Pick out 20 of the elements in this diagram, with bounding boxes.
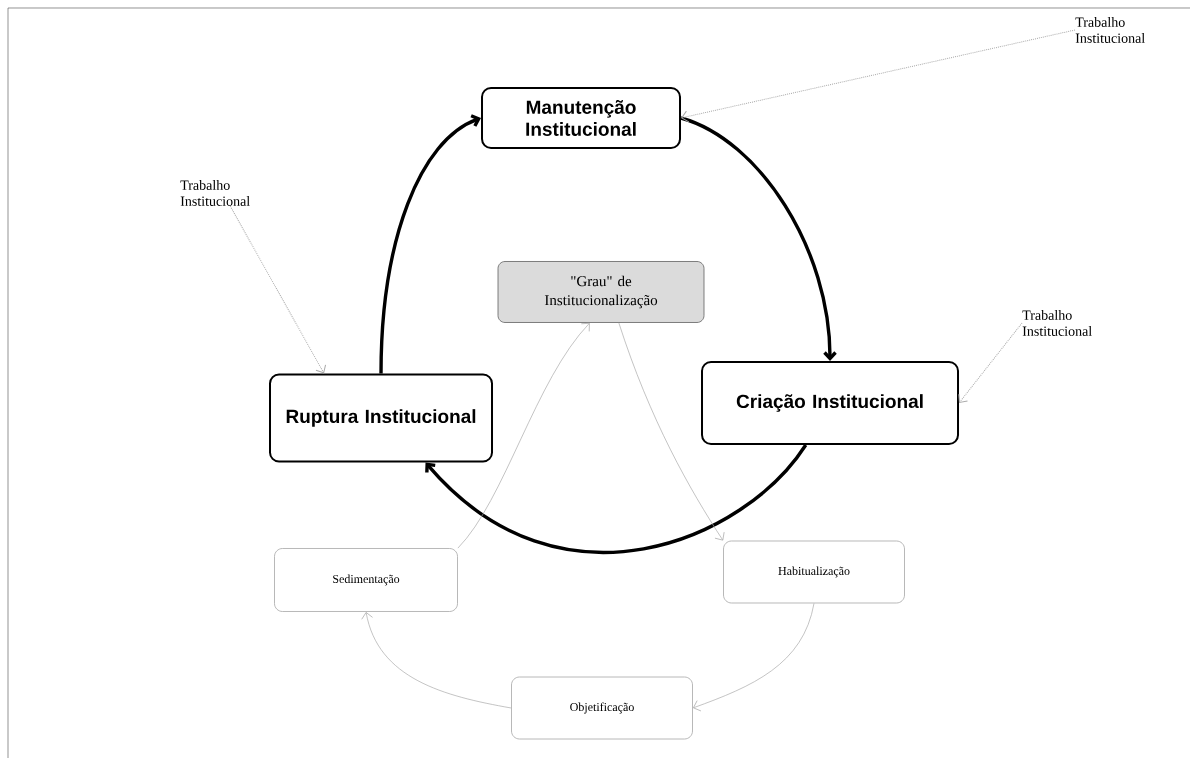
curved-arrow — [379, 114, 481, 374]
process-box: Manutenção Institucional — [481, 87, 681, 149]
dotted-arrow — [681, 29, 1076, 123]
stage-box: Habitualização — [723, 540, 905, 604]
curved-arrow — [425, 443, 808, 554]
curved-arrow — [618, 322, 725, 541]
annotation-text: Trabalho Institucional — [180, 180, 250, 206]
process-box: Criação Institucional — [701, 361, 959, 445]
annotation-text: Trabalho Institucional — [1022, 310, 1092, 336]
dotted-arrow — [229, 205, 327, 374]
stage-box: Sedimentação — [274, 548, 458, 612]
stage-box: Objetificação — [511, 676, 693, 740]
process-box: Ruptura Institucional — [269, 373, 493, 463]
curved-arrow — [680, 116, 837, 361]
dotted-arrow — [958, 322, 1023, 403]
annotation-text: Trabalho Institucional — [1075, 17, 1145, 43]
center-box: "Grau" de Institucionalização — [497, 261, 705, 323]
curved-arrow — [457, 322, 590, 549]
curved-arrow — [693, 603, 815, 712]
curved-arrow — [361, 612, 512, 709]
